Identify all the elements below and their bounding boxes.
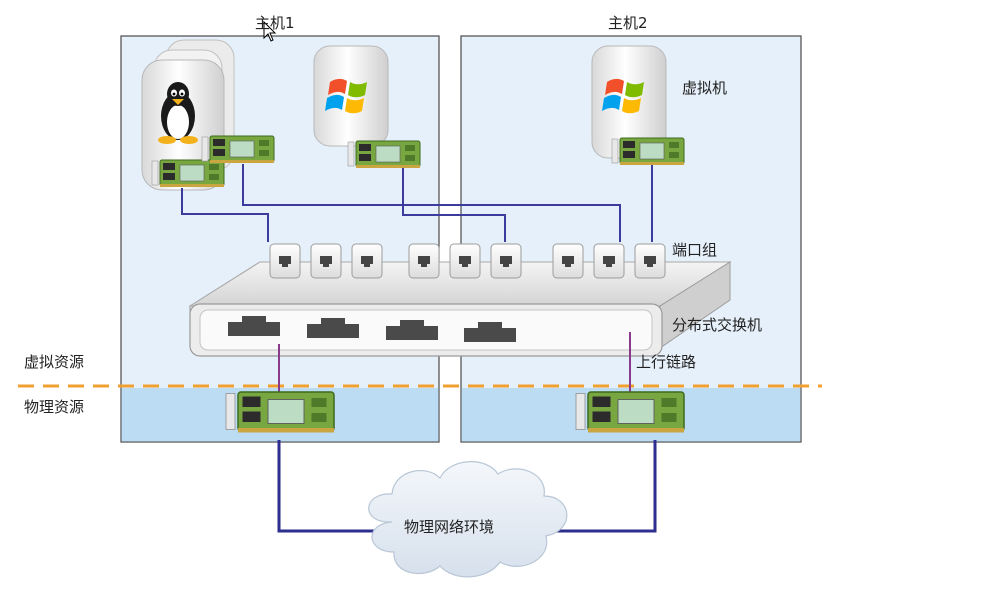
linux-tux-icon (158, 82, 198, 144)
rj45-port-icon (408, 243, 440, 279)
rj45-port-icon (269, 243, 301, 279)
windows-vm-host2 (591, 45, 685, 166)
linux-vm (141, 39, 275, 191)
network-card-icon (225, 391, 335, 434)
physical-links (277, 440, 657, 533)
dvswitch-label: 分布式交换机 (672, 316, 762, 334)
port-group-label: 端口组 (672, 241, 717, 259)
rj45-port-icon (634, 243, 666, 279)
uplinks (278, 332, 631, 394)
virtual-resources-label: 虚拟资源 (24, 353, 84, 371)
uplink-label: 上行链路 (636, 353, 696, 371)
physical-resources-label: 物理资源 (24, 398, 84, 416)
rj45-port-icon (593, 243, 625, 279)
cursor-arrow-icon (263, 20, 277, 42)
windows-vm-host1 (313, 45, 421, 169)
rj45-port-icon (490, 243, 522, 279)
network-card-icon (151, 159, 225, 188)
rj45-port-icon (552, 243, 584, 279)
cloud-icon (368, 461, 568, 578)
network-card-icon (201, 135, 275, 164)
network-card-icon (611, 137, 685, 166)
vm-label: 虚拟机 (682, 79, 727, 97)
virtual-links (181, 164, 653, 242)
host2-label: 主机2 (608, 14, 648, 32)
rj45-port-icon (310, 243, 342, 279)
network-card-icon (347, 140, 421, 169)
network-card-icon (575, 391, 685, 434)
rj45-port-icon (351, 243, 383, 279)
physical-nics (225, 391, 685, 434)
rj45-port-icon (449, 243, 481, 279)
physical-network-label: 物理网络环境 (404, 518, 494, 536)
port-group (269, 243, 666, 279)
host1-label: 主机1 (255, 14, 295, 32)
